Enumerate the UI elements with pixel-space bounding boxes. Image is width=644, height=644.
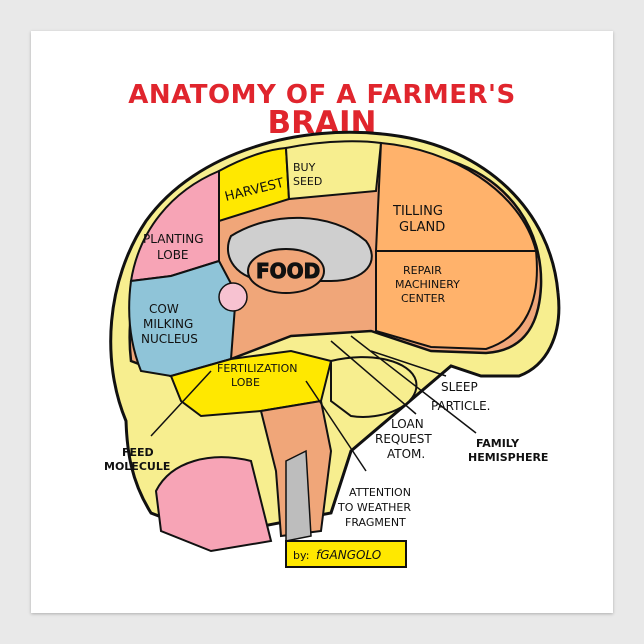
- molecule-label: MOLECULE: [104, 460, 170, 473]
- milking-label: MILKING: [143, 317, 193, 331]
- spine: [285, 449, 312, 542]
- buy-seed-region: [284, 140, 383, 201]
- signature-name: fGANGOLO: [316, 548, 381, 562]
- neck: [154, 456, 273, 553]
- to-weather-label: TO WEATHER: [337, 501, 411, 514]
- pink-nucleus: [218, 282, 248, 312]
- planting-label: PLANTING: [143, 232, 204, 246]
- brain-illustration: HARVEST BUY SEED TILLING GLAND PLANTING …: [104, 130, 561, 568]
- food-oval: [247, 248, 325, 294]
- fragment-label: FRAGMENT: [345, 516, 406, 529]
- leader-feed: [150, 370, 212, 437]
- signature-box: by: fGANGOLO: [285, 540, 407, 568]
- buy-label: BUY: [293, 161, 316, 174]
- lobe-label: LOBE: [157, 248, 189, 262]
- leader-family: [350, 335, 477, 434]
- tilling-gland-region: [374, 141, 538, 252]
- atom-label: ATOM.: [387, 447, 425, 461]
- cow-label: COW: [149, 302, 179, 316]
- signature-prefix: by:: [293, 549, 309, 562]
- fertilization-label: FERTILIZATION: [217, 362, 298, 375]
- sleep-label: SLEEP: [441, 380, 478, 394]
- particle-label: PARTICLE.: [431, 399, 490, 413]
- center-label: CENTER: [401, 292, 446, 305]
- request-label: REQUEST: [375, 432, 432, 446]
- tilling-label: TILLING: [392, 204, 443, 219]
- food-label: FOOD: [256, 259, 320, 283]
- family-label: FAMILY: [476, 437, 520, 450]
- cerebellum: [330, 356, 418, 418]
- machinery-label: MACHINERY: [395, 278, 460, 291]
- feed-label: FEED: [122, 446, 154, 459]
- repair-label: REPAIR: [403, 264, 442, 277]
- leader-weather: [305, 380, 367, 472]
- poster: ANATOMY OF A FARMER'S BRAIN: [31, 31, 613, 613]
- leader-loan: [330, 340, 417, 415]
- gland-label: GLAND: [399, 220, 445, 235]
- fertilization-lobe-label: LOBE: [231, 376, 260, 389]
- seed-label: SEED: [293, 175, 322, 188]
- repair-machinery-region: [375, 250, 538, 351]
- hemisphere-label: HEMISPHERE: [468, 451, 548, 464]
- title-line-1: ANATOMY OF A FARMER'S: [128, 80, 516, 110]
- attention-label: ATTENTION: [349, 486, 411, 499]
- loan-label: LOAN: [391, 417, 424, 431]
- nucleus-label: NUCLEUS: [141, 332, 198, 346]
- leader-sleep: [370, 350, 447, 377]
